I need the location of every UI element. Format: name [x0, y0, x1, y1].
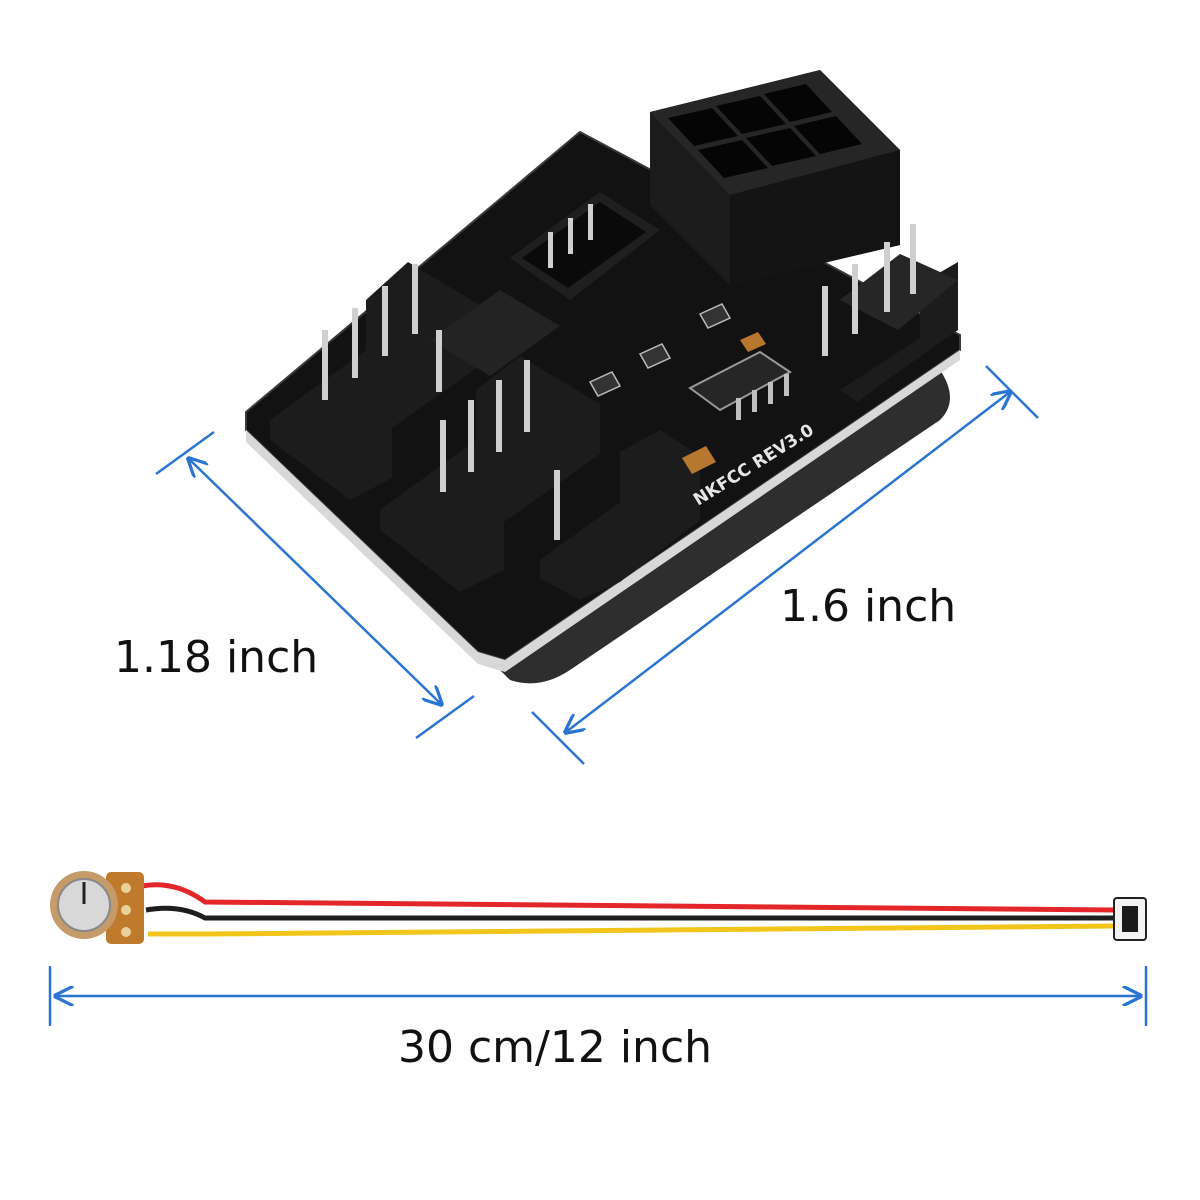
cable-connector-plug-icon — [1113, 897, 1147, 941]
dimension-length-arrow — [531, 365, 1039, 765]
input-header-3pin — [510, 192, 660, 300]
dimension-cable-label: 30 cm/12 inch — [398, 1022, 713, 1073]
fan-header-3 — [430, 290, 560, 392]
dimension-width-label: 1.18 inch — [114, 632, 319, 683]
dimension-cable-arrow — [48, 966, 1148, 1026]
dimension-length-label: 1.6 inch — [780, 581, 957, 632]
dimension-width-arrow — [155, 430, 475, 740]
pcie-power-connector — [650, 70, 900, 285]
potentiometer-cable-illustration — [50, 871, 1147, 944]
wire-yellow — [147, 923, 1116, 937]
fan-header-1 — [270, 262, 488, 500]
potentiometer-knob-icon — [50, 871, 144, 944]
wire-red — [141, 882, 1116, 913]
fan-header-5 — [822, 224, 958, 402]
wire-black — [145, 905, 1115, 921]
